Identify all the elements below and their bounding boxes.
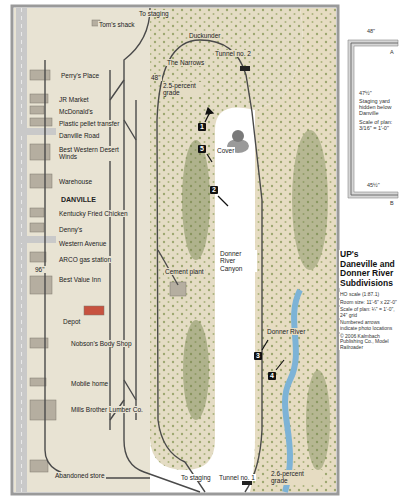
destination-label: To staging [138, 10, 170, 17]
callout-number: 5 [198, 145, 206, 153]
scale-note: Scale of plan: ¼" = 1'-0", 24" grid [339, 307, 399, 318]
staging-track [351, 43, 398, 195]
building-label: ARCO gas station [58, 256, 112, 263]
industry-label: Mills Brother Lumber Co. [70, 406, 144, 413]
building-label: Tom's shack [98, 21, 136, 28]
track-label: The Narrows [166, 59, 205, 66]
street-label: Western Avenue [58, 240, 107, 247]
track-label: Duckunder [188, 32, 221, 39]
industry-label: Cement plant [164, 268, 205, 275]
street-label: Danville Road [58, 132, 100, 139]
callout-number: 4 [268, 372, 276, 380]
callout-number: 2 [210, 186, 218, 194]
destination-label: To staging [180, 474, 212, 481]
hill [182, 140, 210, 260]
building-label: Denny's [58, 226, 83, 233]
dimension-label: 48" [366, 28, 376, 34]
road [16, 128, 56, 135]
building-label: Abandoned store [54, 472, 106, 479]
road [16, 236, 56, 243]
callout-number: 1 [198, 123, 206, 131]
copyright-note: © 2006 Kalmbach Publishing Co., Model Ra… [339, 334, 399, 351]
building-label: JR Market [58, 96, 90, 103]
dimension-label: 48" [150, 74, 162, 81]
building-label: Best Western Desert Winds [58, 146, 120, 161]
building-label: Best Value Inn [58, 276, 102, 283]
hill [183, 320, 209, 420]
hill [292, 130, 328, 270]
building-label: Mobile home [70, 380, 109, 387]
tunnel-portal [240, 66, 250, 71]
hill [306, 370, 330, 470]
building-label: Kentucky Fried Chicken [58, 210, 129, 217]
room-note: Room size: 11'-6" x 22'-0" [339, 300, 399, 306]
title: UP's Daneville and Donner River Subdivis… [339, 250, 399, 288]
dimension-label: 45½" [366, 182, 381, 188]
town-name: DANVILLE [60, 196, 97, 204]
room-wall [12, 6, 338, 494]
building-label: Nobson's Body Shop [70, 340, 133, 347]
tunnel-label: Tunnel no. 2 [214, 50, 252, 57]
inset-note: Staging yard hidden below Danville [358, 98, 398, 116]
town-scenery [14, 8, 150, 492]
scale-note: HO scale (1:87.1) [339, 292, 399, 298]
end-letter: B [389, 200, 395, 206]
building-label: Perry's Place [60, 72, 100, 79]
scenery-label: Cover [216, 147, 235, 154]
end-letter: A [389, 49, 395, 55]
grade-label: 2.5-percent grade [162, 82, 202, 97]
building-label: Depot [62, 318, 81, 325]
photo-note: Numbered arrows indicate photo locations [339, 320, 399, 331]
road [16, 8, 27, 492]
tunnel-label: Tunnel no. 1 [218, 474, 256, 481]
scenery-label: Donner River Canyon [219, 250, 257, 272]
track [45, 8, 262, 492]
staging-yard [348, 40, 398, 198]
grade-label: 2.6-percent grade [270, 470, 322, 485]
river-label: Donner River [266, 328, 306, 335]
river [285, 290, 300, 492]
dimension-label: 96" [34, 266, 46, 273]
dimension-label: 47½" [358, 90, 373, 96]
scrub [250, 8, 336, 492]
callout-number: 3 [254, 352, 262, 360]
scale-note: Scale of plan: 3/16" = 1'-0" [358, 119, 398, 131]
building-label: Warehouse [58, 178, 93, 185]
building-label: McDonald's [58, 108, 94, 115]
industry-label: Plastic pellet transfer [58, 120, 120, 127]
